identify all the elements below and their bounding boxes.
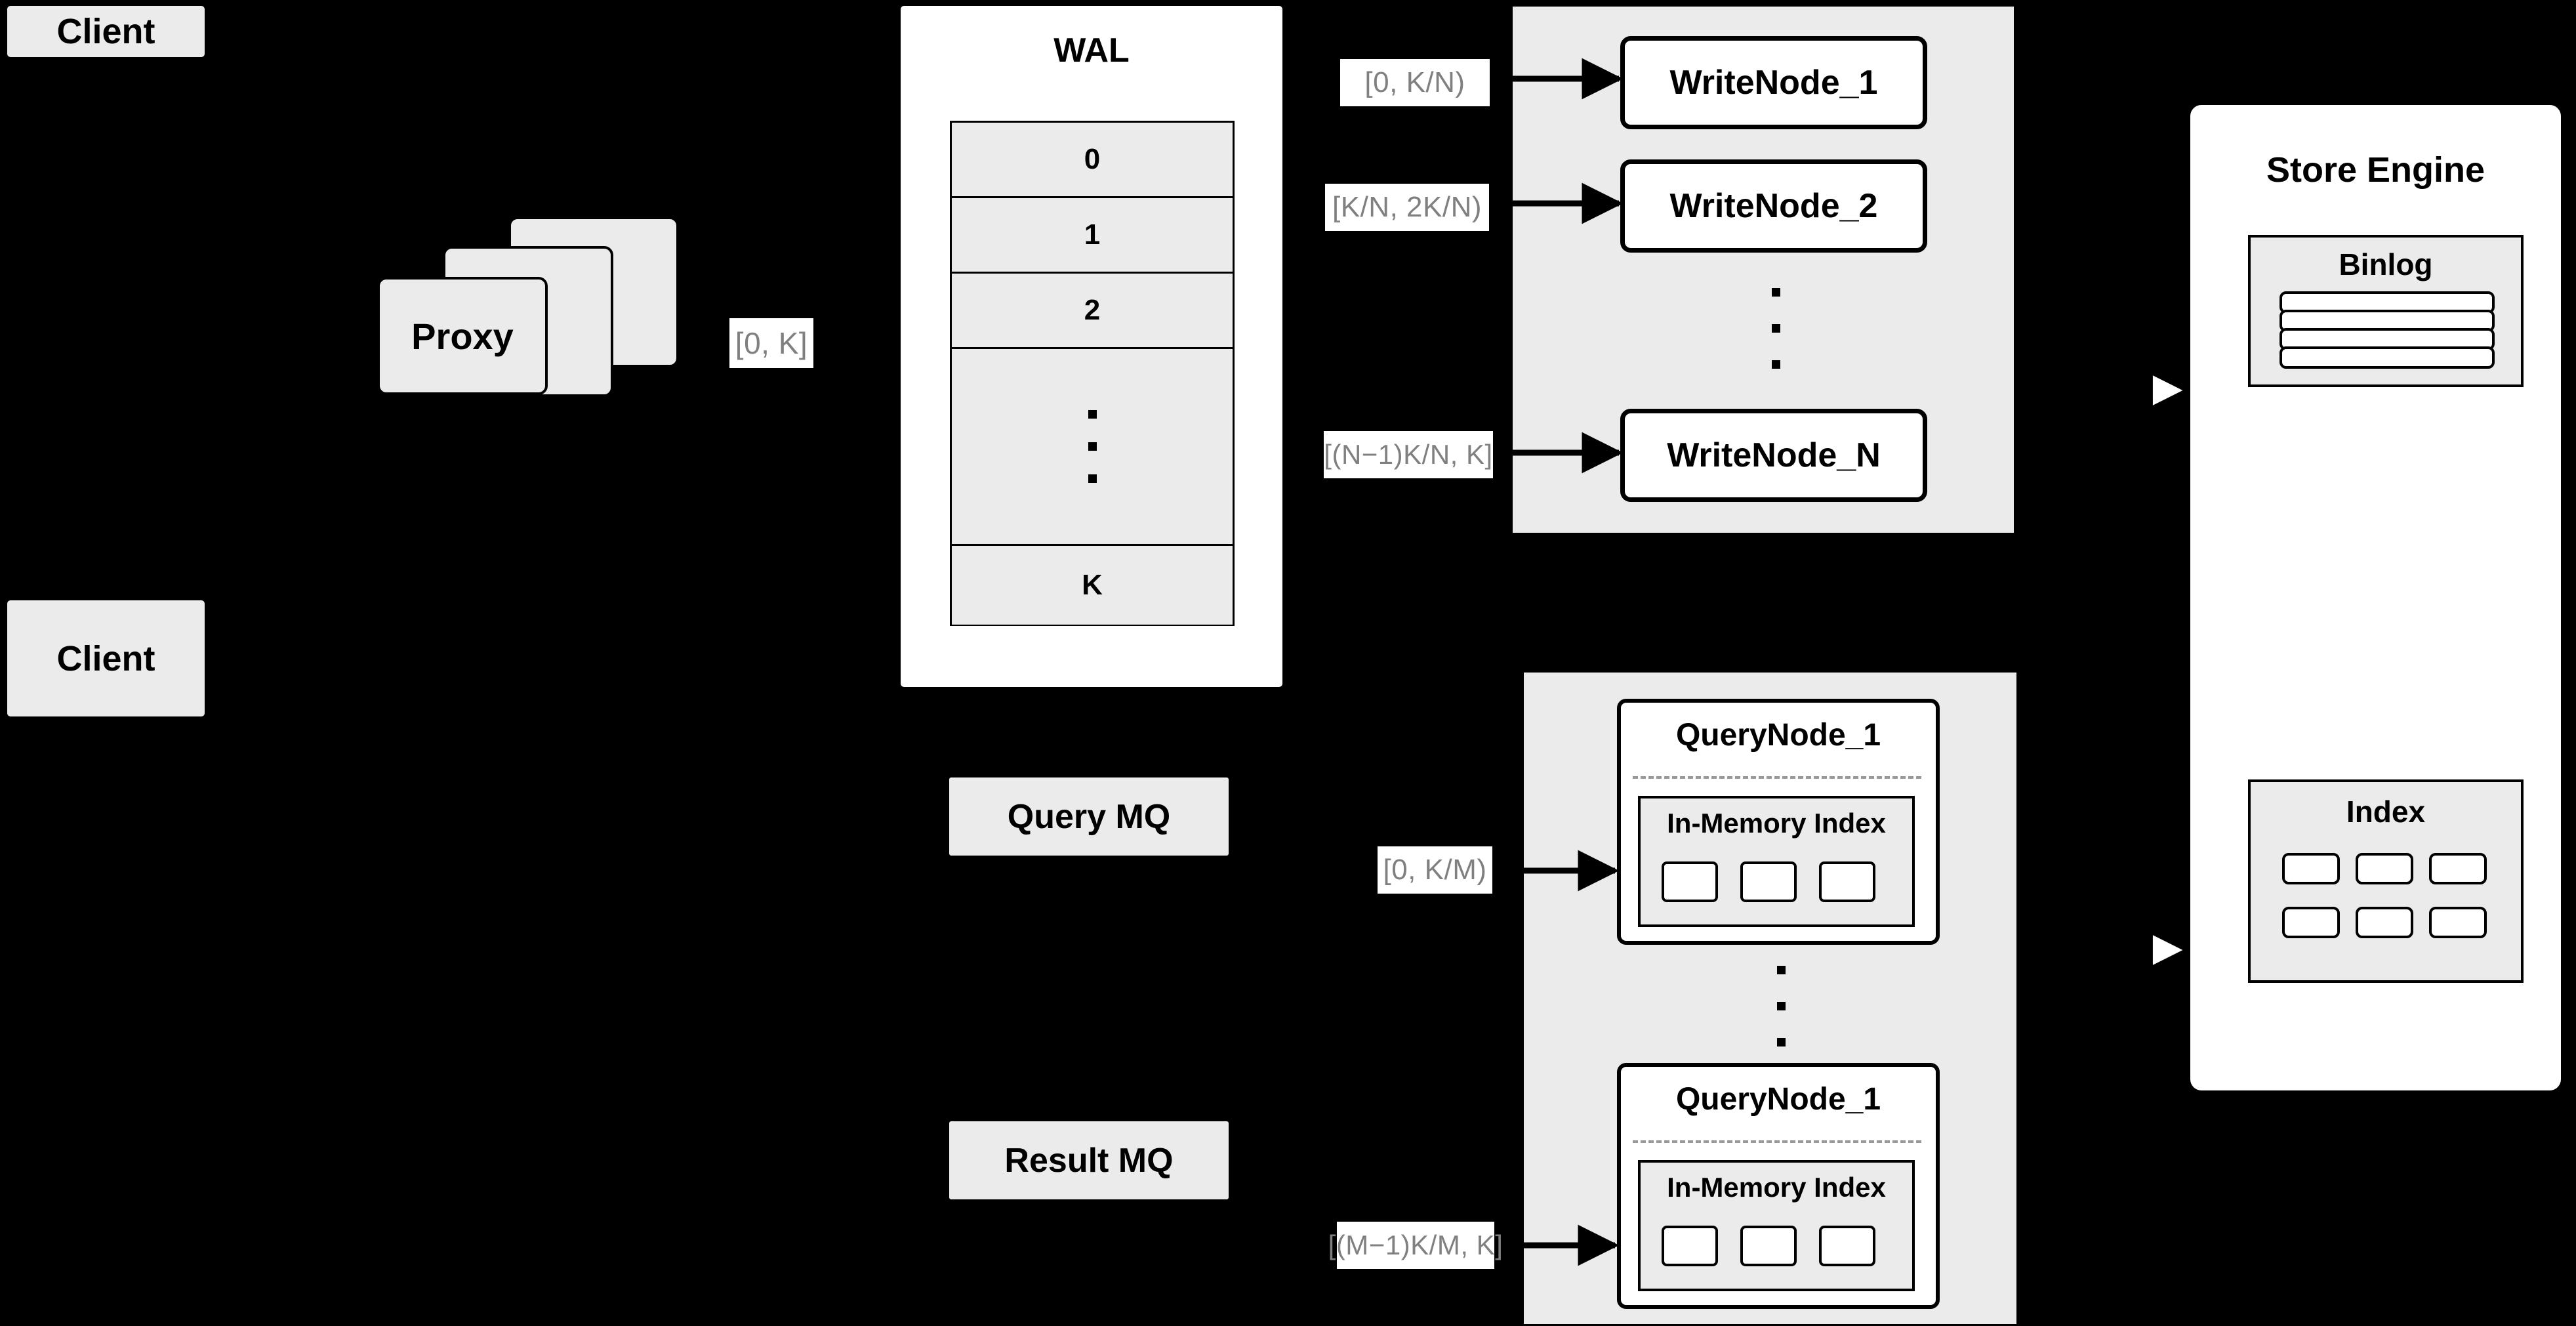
query-node-title-1: QueryNode_1 (1675, 718, 1881, 753)
query-mq-box[interactable]: Query MQ (947, 776, 1231, 858)
in-memory-index-cell-1-1 (1662, 861, 1718, 902)
in-memory-index-cell-2-2 (1740, 1226, 1797, 1266)
in-memory-index-title-1: In-Memory Index (1667, 808, 1886, 839)
index-title: Index (2346, 795, 2426, 829)
wal-row-k: K (952, 546, 1233, 625)
store-engine-panel: Store Engine Binlog Index (2187, 102, 2564, 1094)
binlog-bar-4 (2280, 346, 2495, 369)
in-memory-index-cell-2-1 (1662, 1226, 1718, 1266)
client-box-2[interactable]: Client (5, 598, 207, 718)
proxy-label: Proxy (411, 315, 514, 357)
result-mq-box[interactable]: Result MQ (947, 1119, 1231, 1201)
index-cell-1 (2282, 853, 2340, 884)
index-cell-3 (2429, 853, 2487, 884)
write-node-panel: WriteNode_1 WriteNode_2 WriteNode_N (1511, 5, 2016, 535)
write-node-label-2: WriteNode_2 (1669, 187, 1878, 225)
write-node-label-1: WriteNode_1 (1669, 64, 1878, 102)
query-node-box-1[interactable]: QueryNode_1 In-Memory Index (1617, 699, 1940, 945)
client-box-1[interactable]: Client (5, 4, 207, 59)
wal-table: 0 1 2 K (950, 121, 1235, 626)
query-node-ellipsis (1776, 959, 1786, 1054)
query-node-range-label-2: [(M−1)K/M, K] (1328, 1222, 1503, 1269)
proxy-card-front[interactable]: Proxy (377, 277, 548, 395)
write-node-ellipsis (1770, 281, 1781, 376)
index-box: Index (2248, 779, 2524, 983)
binlog-title: Binlog (2339, 247, 2433, 281)
client-label-2: Client (56, 638, 155, 678)
in-memory-index-cell-1-3 (1819, 861, 1875, 902)
result-mq-label: Result MQ (1004, 1141, 1174, 1180)
query-node-range-label-1: [0, K/M) (1378, 846, 1492, 894)
proxy-range-label: [0, K] (729, 318, 813, 368)
in-memory-index-box-2: In-Memory Index (1638, 1160, 1915, 1291)
write-node-label-n: WriteNode_N (1667, 436, 1881, 474)
wal-row-2: 2 (952, 274, 1233, 349)
wal-row-ellipsis (952, 349, 1233, 546)
store-engine-title: Store Engine (2266, 150, 2485, 190)
write-node-range-label-2: [K/N, 2K/N) (1325, 184, 1489, 231)
write-node-box-n[interactable]: WriteNode_N (1620, 409, 1927, 502)
write-node-range-label-n: [(N−1)K/N, K] (1324, 431, 1493, 478)
write-node-range-label-1: [0, K/N) (1340, 59, 1490, 106)
in-memory-index-title-2: In-Memory Index (1667, 1172, 1886, 1203)
wal-title: WAL (1053, 31, 1130, 70)
binlog-box: Binlog (2248, 235, 2524, 387)
client-label-1: Client (56, 12, 155, 51)
query-node-panel: QueryNode_1 In-Memory Index QueryNode_1 … (1522, 671, 2018, 1326)
proxy-stack[interactable]: Proxy (377, 217, 692, 440)
write-node-box-2[interactable]: WriteNode_2 (1620, 159, 1927, 253)
query-node-title-2: QueryNode_1 (1675, 1082, 1881, 1117)
query-node-separator-1 (1633, 776, 1921, 779)
wal-panel: WAL 0 1 2 K (897, 3, 1286, 690)
index-cell-6 (2429, 907, 2487, 938)
in-memory-index-cell-1-2 (1740, 861, 1797, 902)
write-node-box-1[interactable]: WriteNode_1 (1620, 36, 1927, 129)
wal-row-1: 1 (952, 198, 1233, 274)
query-node-separator-2 (1633, 1140, 1921, 1143)
in-memory-index-box-1: In-Memory Index (1638, 796, 1915, 927)
index-cell-4 (2282, 907, 2340, 938)
wal-row-0: 0 (952, 123, 1233, 198)
in-memory-index-cell-2-3 (1819, 1226, 1875, 1266)
query-mq-label: Query MQ (1007, 797, 1171, 836)
index-cell-5 (2356, 907, 2413, 938)
index-cell-2 (2356, 853, 2413, 884)
query-node-box-2[interactable]: QueryNode_1 In-Memory Index (1617, 1063, 1940, 1309)
